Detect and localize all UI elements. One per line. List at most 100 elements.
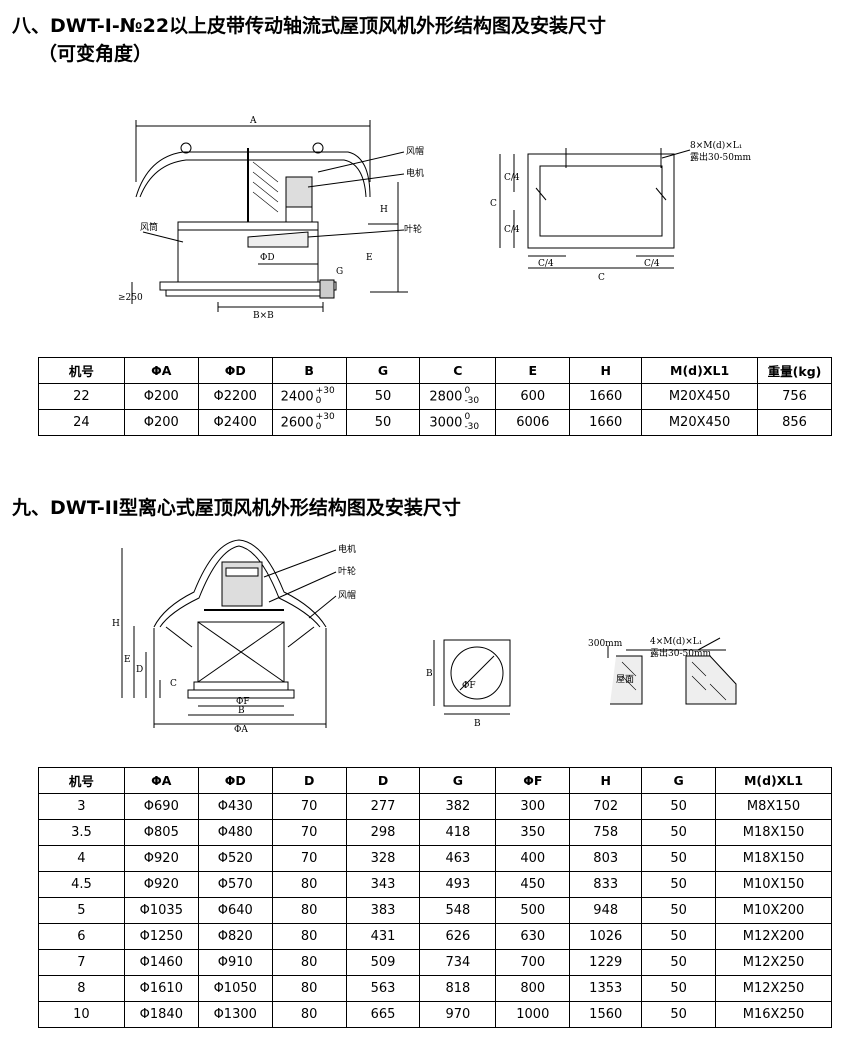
col-header: 重量(kg): [757, 357, 832, 384]
cell: 6: [38, 923, 125, 950]
cell: 818: [419, 975, 497, 1002]
cell: 50: [641, 793, 717, 820]
col-header: D: [271, 767, 347, 794]
cell: M12X250: [715, 949, 832, 976]
cell: 22: [38, 383, 125, 410]
cell: Φ910: [197, 949, 273, 976]
cell: Φ690: [123, 793, 199, 820]
cell: 600: [495, 383, 571, 410]
cell: 80: [271, 871, 347, 898]
cell: 298: [345, 819, 421, 846]
cell: 3: [38, 793, 125, 820]
cell: 6006: [495, 409, 571, 436]
cell: Φ2400: [197, 409, 273, 436]
cell: 70: [271, 819, 347, 846]
cell: 24: [38, 409, 125, 436]
label-E: E: [366, 253, 373, 263]
label-A: A: [249, 116, 257, 126]
col-header: G: [345, 357, 421, 384]
cell: 1660: [569, 409, 643, 436]
cell: Φ1460: [123, 949, 199, 976]
col-header: ΦD: [197, 357, 273, 384]
value-C: 3000: [429, 415, 463, 430]
value-B: 2600: [280, 415, 314, 430]
cell: M16X250: [715, 1001, 832, 1028]
cell: Φ2200: [197, 383, 273, 410]
cell: M10X150: [715, 871, 832, 898]
tol-dn: 0: [315, 421, 322, 432]
cell: M20X450: [641, 383, 759, 410]
cell: 431: [345, 923, 421, 950]
cell: 50: [345, 409, 421, 436]
cell: 383: [345, 897, 421, 924]
label-C4-b: C/4: [504, 225, 520, 235]
label-G: G: [336, 267, 343, 277]
foundation-plan-drawing: 8×M(d)×L₁ 露出30-50mm C/4 C C/4 C/4 C/4 C: [490, 140, 751, 283]
col-header: M(d)XL1: [641, 357, 759, 384]
tol-up: 0: [464, 385, 471, 396]
cell: 4.5: [38, 871, 125, 898]
cell: 300: [495, 793, 571, 820]
value-C: 2800: [429, 389, 463, 404]
cell: M10X200: [715, 897, 832, 924]
section8-subtitle: （可变角度）: [38, 43, 153, 65]
cell: 328: [345, 845, 421, 872]
cell: 50: [641, 949, 717, 976]
cell: 50: [641, 975, 717, 1002]
col-header: D: [345, 767, 421, 794]
cell: 400: [495, 845, 571, 872]
cell: 8: [38, 975, 125, 1002]
cell: 1660: [569, 383, 643, 410]
label9-B: B: [238, 706, 245, 716]
cell: 4: [38, 845, 125, 872]
cell: 418: [419, 819, 497, 846]
section8-table: 机号 ΦA ΦD B G C E H M(d)XL1 重量(kg) 22 Φ20…: [38, 357, 832, 436]
cell: 450: [495, 871, 571, 898]
col-header: G: [641, 767, 717, 794]
centrifugal-fan-drawing: 电机 叶轮 风帽 H E D C ΦF B ΦA: [112, 539, 356, 732]
cell: Φ920: [123, 871, 199, 898]
cell: 1229: [569, 949, 643, 976]
cell: 70: [271, 793, 347, 820]
label9-B2: B: [426, 669, 433, 679]
cell: 803: [569, 845, 643, 872]
cell: 800: [495, 975, 571, 1002]
cell: Φ570: [197, 871, 273, 898]
label-C4-d: C/4: [644, 259, 660, 269]
section8-title: 八、DWT-I-№22以上皮带传动轴流式屋顶风机外形结构图及安装尺寸: [12, 15, 607, 37]
cell: 948: [569, 897, 643, 924]
label9-dianji: 电机: [338, 543, 356, 555]
cell: 50: [641, 819, 717, 846]
cell: Φ1300: [197, 1001, 273, 1028]
col-header: ΦA: [123, 357, 199, 384]
cell: 756: [757, 383, 832, 410]
cell: 50: [641, 923, 717, 950]
label9-roof: 屋面: [616, 674, 634, 685]
cell: 758: [569, 819, 643, 846]
cell: Φ920: [123, 845, 199, 872]
cell: 548: [419, 897, 497, 924]
cell: Φ480: [197, 819, 273, 846]
tol-up: +30: [315, 411, 335, 422]
label9-fengmao: 风帽: [338, 589, 356, 601]
roof-section-drawing: 300mm 4×M(d)×L₁ 露出30-50mm 屋面: [588, 636, 737, 705]
cell: 50: [345, 383, 421, 410]
cell: 1026: [569, 923, 643, 950]
cell: 1560: [569, 1001, 643, 1028]
label-fengtong: 风筒: [140, 221, 158, 233]
label9-yelun: 叶轮: [338, 565, 356, 577]
cell: 343: [345, 871, 421, 898]
cell: 702: [569, 793, 643, 820]
cell: M18X150: [715, 819, 832, 846]
cell: 382: [419, 793, 497, 820]
label9-phiA: ΦA: [234, 725, 248, 732]
tol-up: 0: [464, 411, 471, 422]
